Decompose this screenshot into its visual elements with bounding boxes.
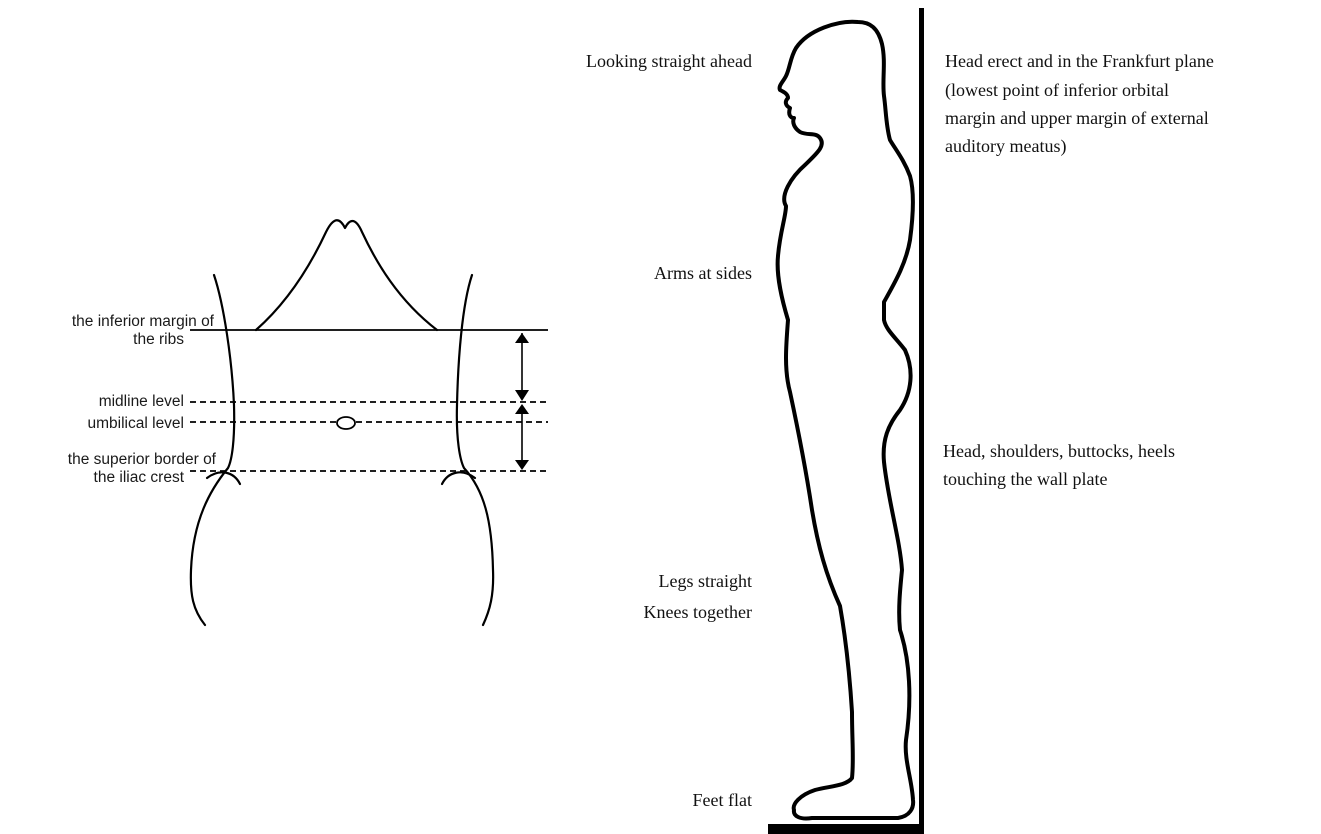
chest-outline	[256, 220, 437, 330]
label-head-erect-line1: Head erect and in the Frankfurt plane	[945, 51, 1214, 71]
iliac-label-line2: the iliac crest	[94, 469, 185, 486]
right-iliac-curve	[442, 472, 475, 484]
label-looking-straight-ahead: Looking straight ahead	[586, 51, 752, 71]
label-feet-flat: Feet flat	[693, 790, 752, 810]
label-arms-at-sides: Arms at sides	[654, 263, 752, 283]
iliac-label-line1: the superior border of	[68, 451, 217, 468]
right-torso-contour	[457, 275, 493, 625]
label-head-erect-line2: (lowest point of inferior orbital	[945, 80, 1169, 101]
umbilical-label: umbilical level	[88, 415, 184, 432]
posture-diagram: Looking straight ahead Arms at sides Leg…	[586, 8, 1214, 834]
label-legs-straight: Legs straight	[659, 571, 752, 591]
ribs-label-line2: the ribs	[133, 331, 184, 348]
ribs-label-line1: the inferior margin of	[72, 313, 215, 330]
body-silhouette	[778, 22, 914, 819]
label-touching-line2: touching the wall plate	[943, 469, 1107, 489]
waist-diagram: the inferior margin of the ribs midline …	[68, 220, 548, 625]
floor-plate	[768, 824, 924, 834]
umbilicus-marker	[337, 417, 355, 429]
midline-label: midline level	[99, 393, 184, 410]
label-head-erect-line3: margin and upper margin of external	[945, 108, 1209, 128]
label-touching-line1: Head, shoulders, buttocks, heels	[943, 441, 1175, 461]
label-knees-together: Knees together	[644, 602, 752, 622]
wall-plate	[919, 8, 924, 834]
label-head-erect-line4: auditory meatus)	[945, 136, 1066, 157]
